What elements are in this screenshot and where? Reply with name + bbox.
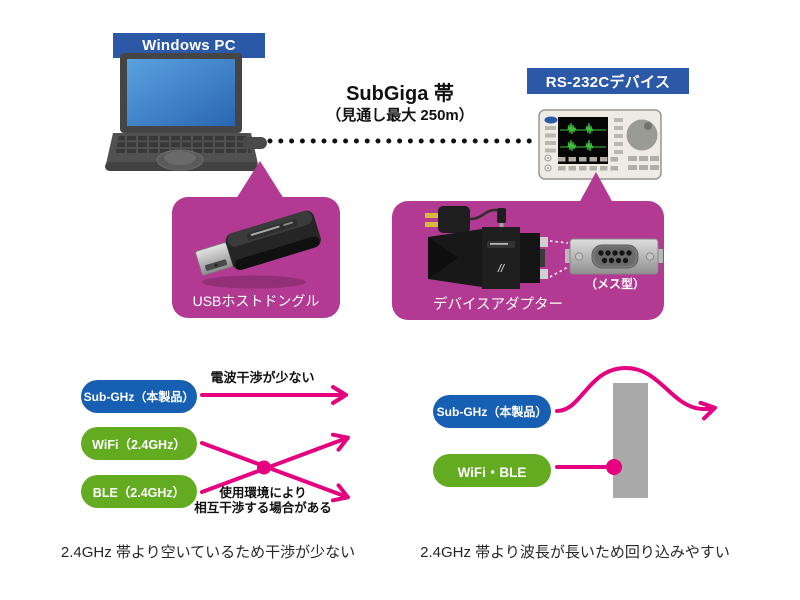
device-adapter-photos: // <box>425 206 663 289</box>
note-mutual-line1: 使用環境により <box>219 486 307 500</box>
pill-subghz-right: Sub-GHz（本製品） <box>433 395 551 428</box>
adapter-callout-pointer <box>579 172 613 203</box>
adapter-body-icon: // <box>428 227 548 289</box>
usb-callout-pointer <box>236 161 284 199</box>
caption-interference: 2.4GHz 帯より空いているため干渉が少ない <box>60 544 356 561</box>
usb-dongle-caption: USBホストドングル <box>192 293 320 309</box>
laptop-icon <box>105 53 258 171</box>
usb-dongle-photo <box>195 210 321 289</box>
pill-wifi: WiFi（2.4GHz） <box>81 427 197 460</box>
svg-text://: // <box>497 263 505 275</box>
ac-adapter-icon <box>425 206 506 233</box>
connector-type-note: （メス型） <box>584 277 645 291</box>
rs232c-device-label-text: RS-232Cデバイス <box>545 73 671 91</box>
pill-subghz-left: Sub-GHz（本製品） <box>81 380 197 413</box>
interference-arrows <box>200 385 350 503</box>
db9-female-connector-icon <box>565 238 663 275</box>
rs232c-device-label: RS-232Cデバイス <box>527 68 689 94</box>
band-annotation: SubGiga 帯 （見通し最大 250m） <box>300 82 500 125</box>
pill-wifi-ble: WiFi・BLE <box>433 454 551 487</box>
windows-pc-label-text: Windows PC <box>142 37 236 54</box>
note-mutual-interference: 使用環境により 相互干渉する場合がある <box>190 486 336 515</box>
rs232c-instrument-icon <box>538 109 662 180</box>
diffraction-arrows <box>555 365 717 498</box>
band-title: SubGiga 帯 <box>346 83 454 105</box>
radio-link-dotted-line <box>267 138 533 144</box>
note-low-interference: 電波干渉が少ない <box>210 370 315 385</box>
usb-dongle-plugged-icon <box>243 137 267 149</box>
wall-obstacle <box>613 383 648 498</box>
note-mutual-line2: 相互干渉する場合がある <box>194 500 332 515</box>
band-range: （見通し最大 250m） <box>326 107 474 124</box>
pill-ble: BLE（2.4GHz） <box>81 475 197 508</box>
caption-diffraction: 2.4GHz 帯より波長が長いため回り込みやすい <box>420 544 730 561</box>
device-adapter-caption: デバイスアダプター <box>432 297 564 313</box>
